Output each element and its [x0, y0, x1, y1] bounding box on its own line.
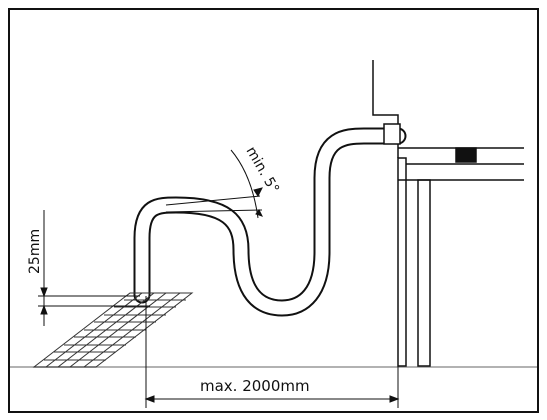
- appliance-body: [372, 60, 524, 367]
- length-dimension: [144, 296, 400, 408]
- drain-valve-icon: [455, 147, 477, 163]
- slope-angle-indicator: [165, 149, 263, 219]
- max-length-label: max. 2000mm: [200, 377, 310, 395]
- drain-hose: [133, 127, 407, 317]
- diagram-frame: [8, 8, 539, 413]
- drain-height-label: 25mm: [27, 229, 43, 274]
- height-dimension: [38, 210, 150, 326]
- hose-outlet-cuff: [383, 123, 401, 145]
- floor-drain-grate: [32, 292, 194, 368]
